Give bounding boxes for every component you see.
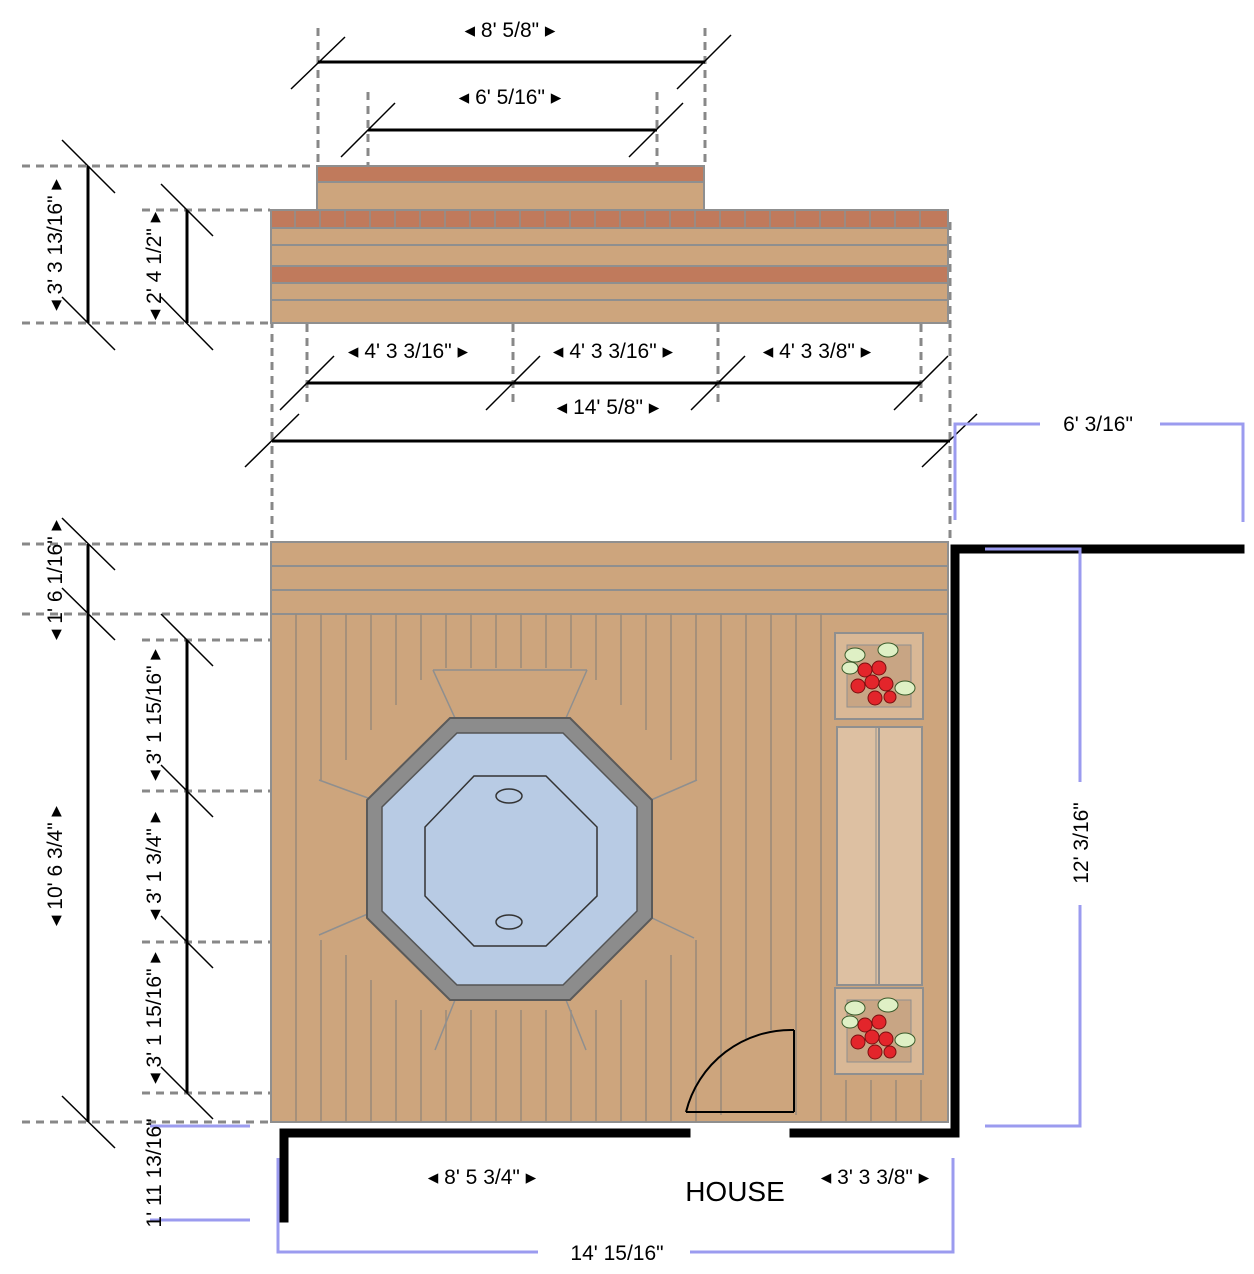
bench (836, 726, 923, 986)
blue-dimension-lines (150, 422, 1245, 1254)
dim-stairs-top-width: ◂ 8' 5/8" ▸ (465, 19, 556, 42)
dim-right-offset: 6' 3/16" (1063, 413, 1133, 436)
dim-stair-seg-3: ◂ 4' 3 3/8" ▸ (763, 340, 872, 363)
planter-bottom (834, 987, 924, 1075)
dimension-lines (86, 60, 950, 1122)
dim-left-stairs-inner-height: ◂ 2' 4 1/2" ▸ (143, 211, 166, 320)
dim-bottom-overall: 14' 15/16" (570, 1242, 663, 1265)
dimension-ticks (61, 34, 978, 1149)
dim-bottom-right-width: ◂ 3' 3 3/8" ▸ (821, 1166, 930, 1189)
dim-stairs-overall: ◂ 14' 5/8" ▸ (557, 396, 660, 419)
dim-right-side-height: 12' 3/16" (1070, 802, 1093, 884)
planter-top (834, 632, 924, 720)
guide-lines (22, 28, 952, 1124)
tub-jet-top (495, 788, 523, 804)
top-stairs (270, 165, 949, 324)
dim-stairs-top-inner: ◂ 6' 5/16" ▸ (459, 86, 562, 109)
dim-tub-seg-3: ◂ 3' 1 15/16" ▸ (143, 952, 166, 1084)
house-label: HOUSE (685, 1176, 785, 1207)
dim-stair-seg-2: ◂ 4' 3 3/16" ▸ (553, 340, 674, 363)
dim-deck-total-height: ◂ 10' 6 3/4" ▸ (44, 805, 67, 926)
dim-left-bottom-height: 1' 11 13/16" (143, 1118, 166, 1227)
dim-bottom-left-width: ◂ 8' 5 3/4" ▸ (428, 1166, 537, 1189)
door (685, 1028, 795, 1113)
house-walls (279, 544, 1245, 1223)
dim-upper-step-height: ◂ 1' 6 1/16" ▸ (44, 519, 67, 640)
hot-tub (366, 717, 653, 1001)
dim-tub-seg-1: ◂ 3' 1 15/16" ▸ (143, 649, 166, 781)
dim-stair-seg-1: ◂ 4' 3 3/16" ▸ (348, 340, 469, 363)
dimension-labels: ◂ 8' 5/8" ▸ ◂ 6' 5/16" ▸ ◂ 4' 3 3/16" ▸ … (44, 19, 1133, 1265)
dim-tub-seg-2: ◂ 3' 1 3/4" ▸ (143, 811, 166, 920)
dim-left-stairs-total-height: ◂ 3' 3 13/16" ▸ (44, 179, 67, 311)
tub-jet-bottom (495, 914, 523, 930)
